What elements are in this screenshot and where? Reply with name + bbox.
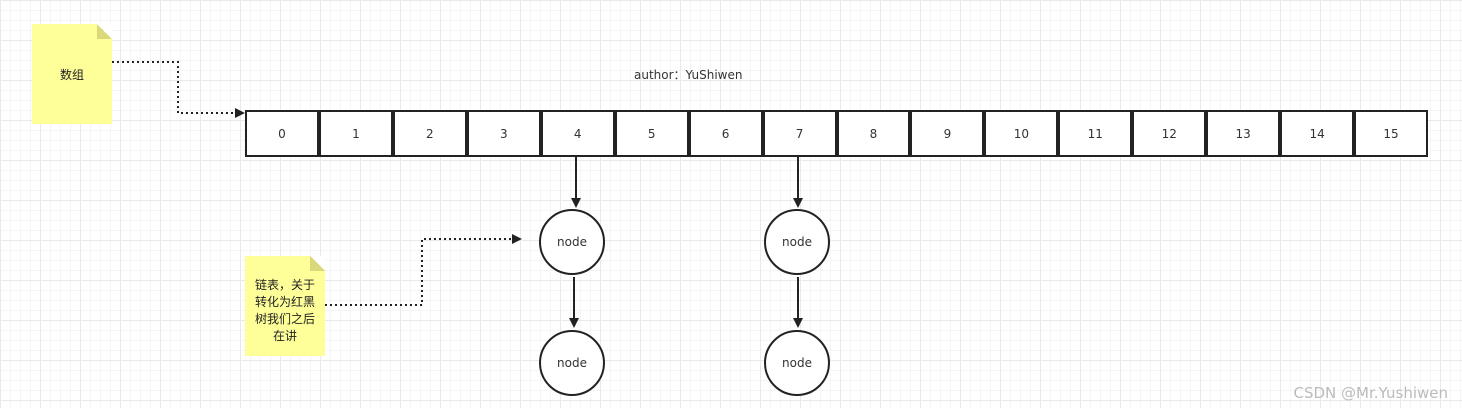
list-node: node [764, 209, 830, 275]
array-cell: 12 [1134, 112, 1209, 155]
array-cell: 14 [1282, 112, 1357, 155]
array-cell: 13 [1208, 112, 1283, 155]
note-fold-corner [97, 24, 112, 39]
list-node: node [764, 330, 830, 396]
watermark: CSDN @Mr.Yushiwen [1293, 384, 1448, 402]
array-cell: 1 [321, 112, 395, 155]
list-note-text: 链表，关于转化为红黑树我们之后在讲 [254, 278, 315, 343]
array-note-text: 数组 [59, 67, 84, 82]
array-cell: 7 [765, 112, 839, 155]
array-cell: 9 [912, 112, 987, 155]
list-node: node [539, 209, 605, 275]
list-note-connector [325, 234, 522, 306]
author-label: author：YuShiwen [634, 68, 743, 82]
list-node: node [539, 330, 605, 396]
array-cell: 2 [395, 112, 469, 155]
array-cell: 0 [247, 112, 321, 155]
array-cell: 10 [986, 112, 1061, 155]
array-note-connector [112, 61, 245, 118]
note-fold-corner [310, 256, 325, 271]
hash-array: 0 1 2 3 4 5 6 7 8 9 10 11 12 13 14 15 [245, 110, 1428, 157]
linked-list-sticky-note: 链表，关于转化为红黑树我们之后在讲 [245, 256, 325, 356]
array-cell: 6 [691, 112, 765, 155]
array-sticky-note: 数组 [32, 24, 112, 124]
array-cell: 3 [469, 112, 543, 155]
array-cell: 11 [1060, 112, 1135, 155]
array-cell: 5 [617, 112, 691, 155]
array-cell: 8 [839, 112, 913, 155]
array-cell: 15 [1383, 126, 1399, 141]
array-cell: 4 [543, 112, 617, 155]
